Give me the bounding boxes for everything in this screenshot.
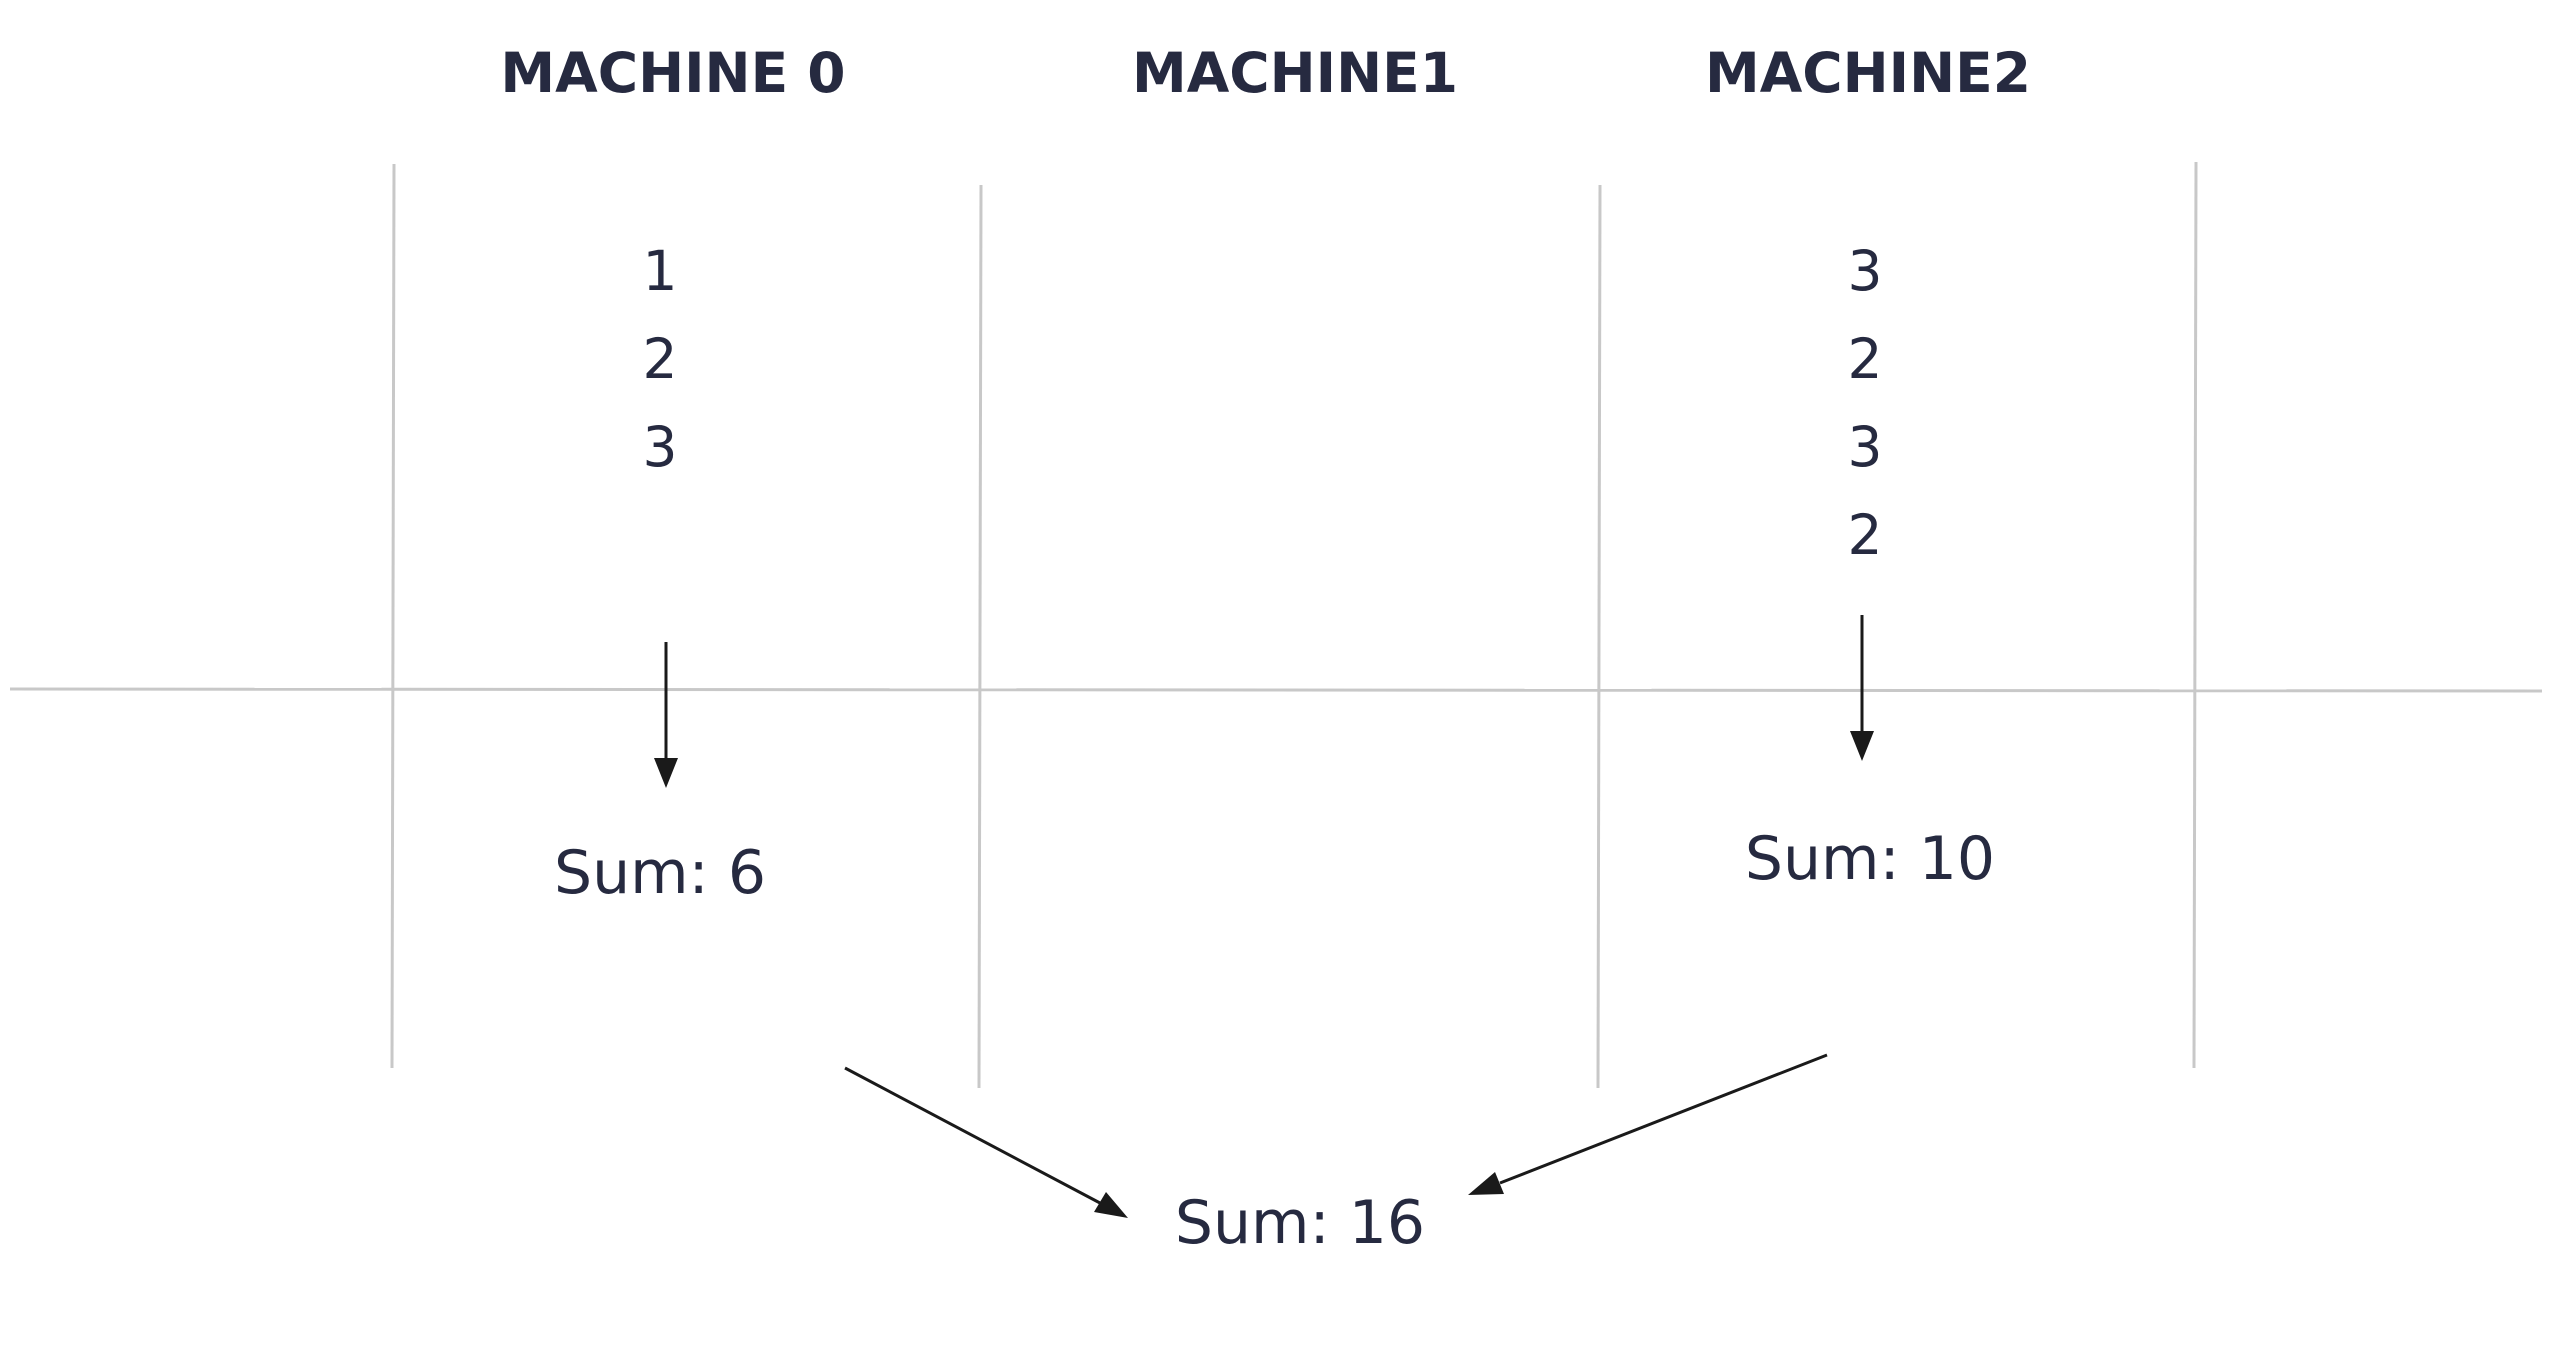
machine-2-down-arrow [1850, 615, 1874, 761]
header-machine-1: MACHINE1 [1132, 41, 1458, 105]
right-merge-arrow [1468, 1053, 1828, 1195]
header-machine-2: MACHINE2 [1705, 41, 2031, 105]
left-merge-arrow [844, 1066, 1128, 1218]
machine-0-value: 1 [643, 239, 678, 303]
machine-2-value: 2 [1848, 327, 1883, 391]
machine-2-value: 3 [1848, 415, 1883, 479]
vertical-divider-2 [977, 184, 983, 1089]
machine-2-sum: Sum: 10 [1745, 824, 1995, 894]
vertical-divider-4 [2192, 161, 2198, 1069]
vertical-divider-1 [390, 163, 396, 1069]
machine-0-sum: Sum: 6 [554, 838, 766, 908]
machine-0-down-arrow [654, 642, 678, 788]
machine-2-value: 2 [1848, 503, 1883, 567]
machine-0-value: 2 [643, 327, 678, 391]
header-machine-0: MACHINE 0 [500, 41, 845, 105]
machine-0-value: 3 [643, 415, 678, 479]
total-sum: Sum: 16 [1175, 1188, 1425, 1258]
horizontal-divider [9, 687, 2543, 693]
vertical-divider-3 [1596, 184, 1602, 1089]
machine-2-value: 3 [1848, 239, 1883, 303]
